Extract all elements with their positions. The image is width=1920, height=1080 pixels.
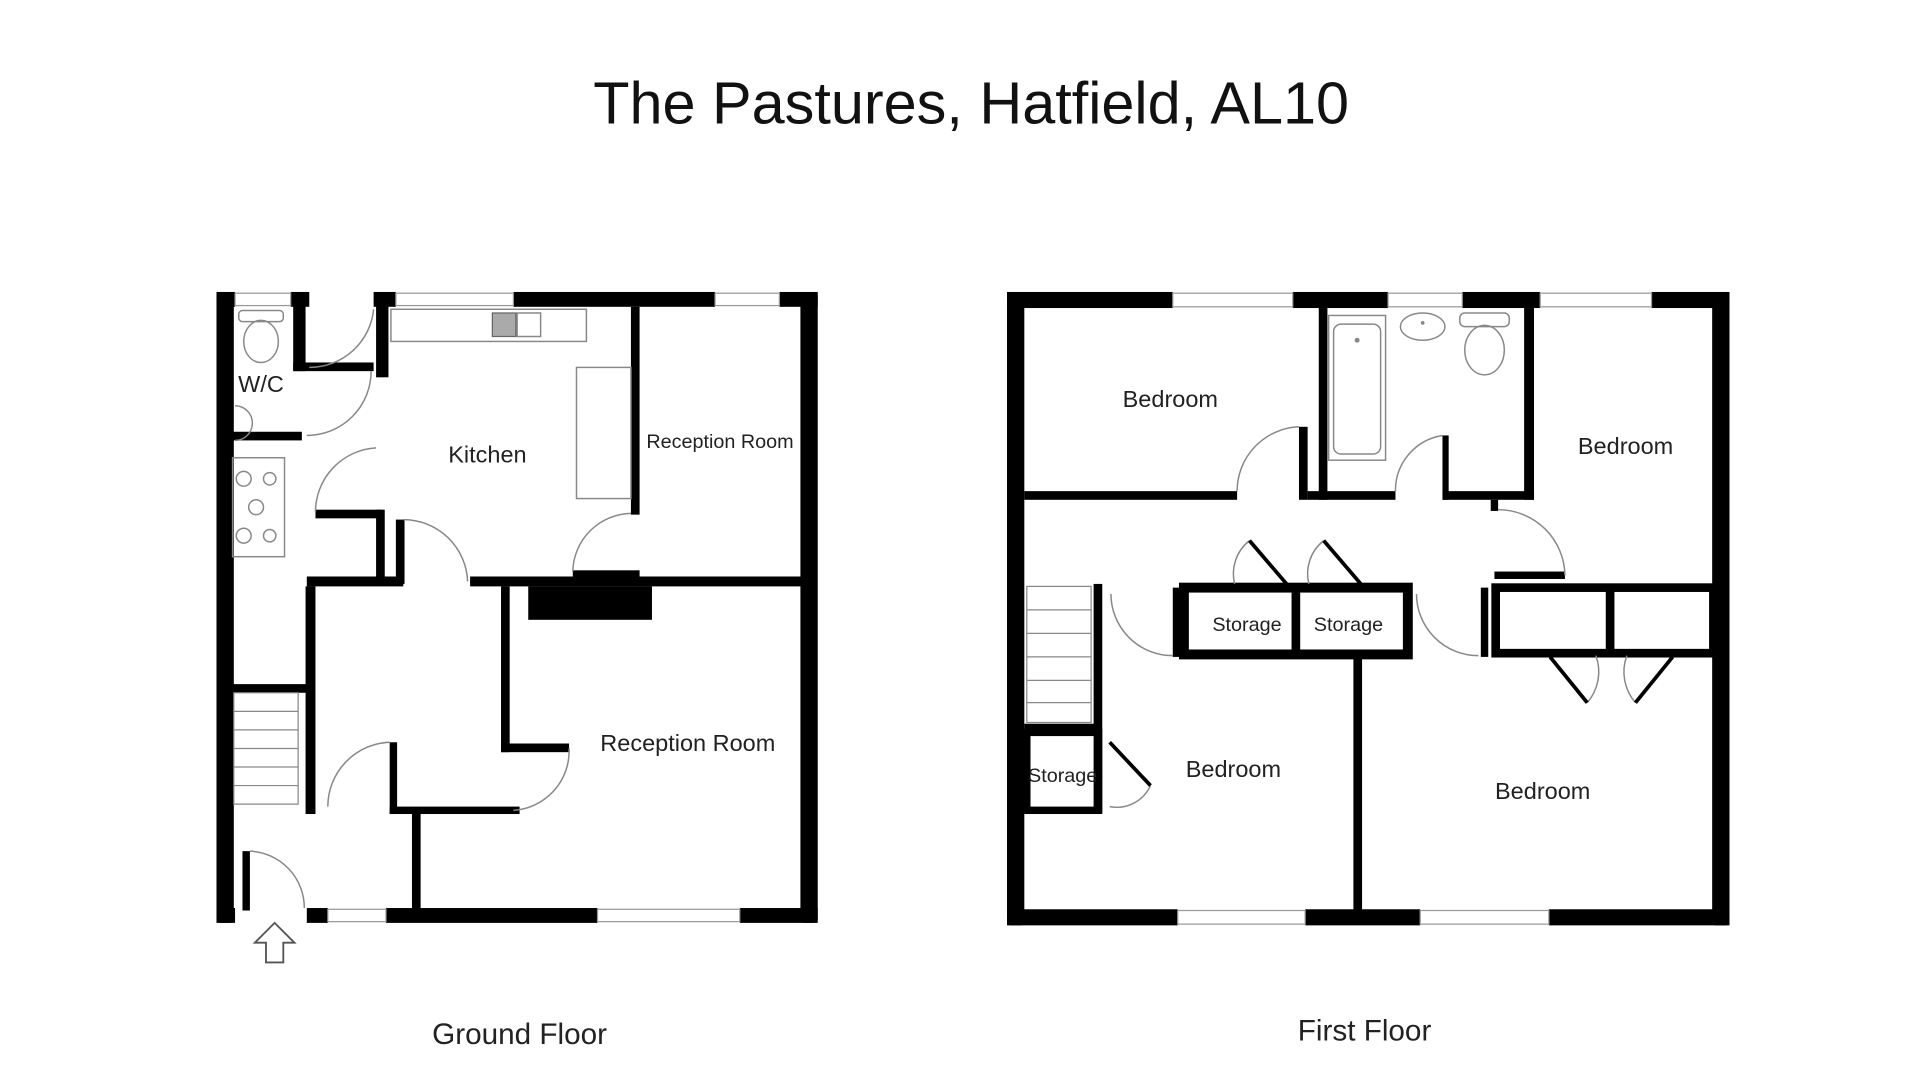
stairs xyxy=(233,692,299,805)
room-label-bedroom-bottom-right: Bedroom xyxy=(1495,778,1590,804)
room-label-storage-3: Storage xyxy=(1028,765,1097,787)
first-floor-label: First Floor xyxy=(1298,1014,1432,1047)
room-label-reception-large: Reception Room xyxy=(600,730,775,756)
storage-cupboards-centre xyxy=(1178,582,1413,660)
room-label-storage-2: Storage xyxy=(1314,614,1383,636)
first-floor-windows xyxy=(1172,292,1653,925)
stairs-first-floor xyxy=(1026,585,1092,724)
room-label-bedroom-top-left: Bedroom xyxy=(1123,386,1218,412)
first-floor-interior-walls xyxy=(1024,308,1565,912)
ground-floor-interior-walls xyxy=(232,296,817,911)
arrow-up-icon xyxy=(252,921,297,964)
hob xyxy=(231,456,286,558)
ground-floor-plan: W/C Kitchen Reception Room Reception Roo… xyxy=(216,291,818,1051)
storage-cupboard-landing xyxy=(1023,728,1103,815)
room-label-bedroom-top-right: Bedroom xyxy=(1578,433,1673,459)
room-label-bedroom-bottom-left: Bedroom xyxy=(1186,756,1281,782)
page-title: The Pastures, Hatfield, AL10 xyxy=(593,70,1349,137)
ground-floor-doors xyxy=(249,309,631,909)
storage-cupboards-right xyxy=(1491,583,1718,658)
wc-toilet xyxy=(238,309,285,364)
room-label-storage-1: Storage xyxy=(1212,614,1281,636)
room-label-wc: W/C xyxy=(238,371,284,397)
ground-floor-label: Ground Floor xyxy=(432,1018,607,1051)
room-label-reception-small: Reception Room xyxy=(646,431,793,453)
ground-floor-windows xyxy=(234,292,781,923)
kitchen-counter xyxy=(390,308,632,500)
ground-floor-outer-walls xyxy=(216,291,818,923)
first-floor-outer-walls xyxy=(1007,291,1730,926)
bathroom-toilet xyxy=(1459,312,1511,376)
room-label-kitchen: Kitchen xyxy=(448,442,526,468)
bath xyxy=(1327,314,1387,461)
first-floor-plan: Bedroom Bedroom Bedroom Bedroom Storage … xyxy=(1007,291,1730,1047)
wc-basin xyxy=(235,405,254,442)
bathroom-basin xyxy=(1399,312,1446,341)
first-floor-doors xyxy=(1108,426,1675,808)
